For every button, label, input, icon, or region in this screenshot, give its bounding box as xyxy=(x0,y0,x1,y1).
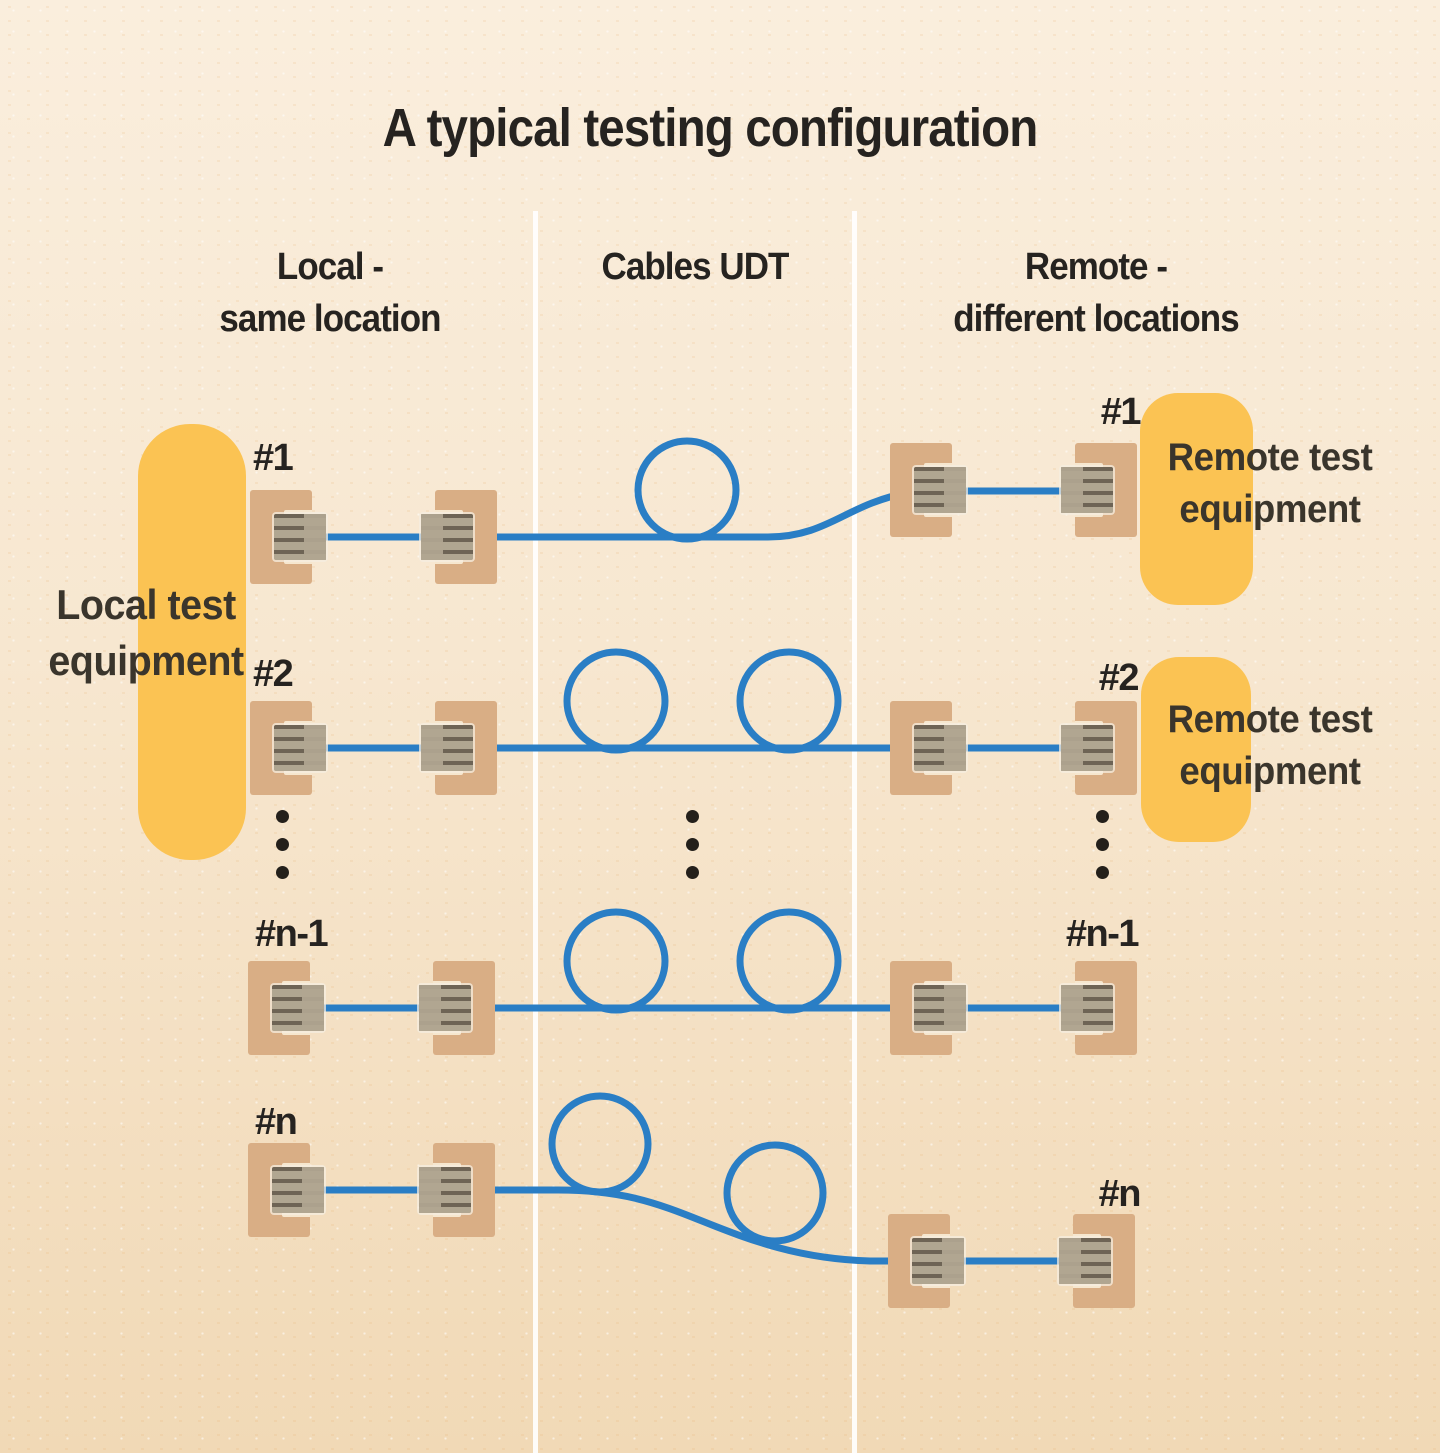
connector-plug-icon xyxy=(274,725,326,771)
connector-plug-icon xyxy=(419,985,471,1031)
fiber-loop-3b xyxy=(736,908,842,1014)
local-test-equipment-label: Local test equipment xyxy=(43,577,250,689)
connector-plug-icon xyxy=(914,725,966,771)
local-test-equipment-label-line1: Local test xyxy=(56,581,236,628)
connector-plug-icon xyxy=(1059,1238,1111,1284)
fiber-loop-2b xyxy=(736,648,842,754)
connector-plug-icon xyxy=(272,985,324,1031)
remote-test-equipment-label-2: Remote test equipment xyxy=(1153,694,1386,798)
connector-pair-local-n-1 xyxy=(248,961,495,1055)
dot-icon xyxy=(1096,810,1109,823)
fiber-loop-4a xyxy=(548,1092,652,1196)
connector-plug-icon xyxy=(1061,725,1113,771)
connector-pair-remote-1 xyxy=(890,443,1137,537)
connector-plug-icon xyxy=(914,467,966,513)
fiber-label-local-1: #1 xyxy=(253,437,294,479)
connector-plug-icon xyxy=(274,514,326,560)
connector-plug-icon xyxy=(419,1167,471,1213)
column-header-local: Local - same location xyxy=(174,241,487,345)
remote-test-equipment-label-1: Remote test equipment xyxy=(1153,432,1386,536)
fiber-label-remote-1: #1 xyxy=(1100,391,1142,433)
dot-icon xyxy=(686,866,699,879)
connector-plug-icon xyxy=(272,1167,324,1213)
connector-plug-icon xyxy=(421,725,473,771)
dot-icon xyxy=(276,838,289,851)
column-header-local-line2: same location xyxy=(219,298,441,340)
fiber-label-local-2: #2 xyxy=(253,653,294,695)
fiber-label-local-n-1: #n-1 xyxy=(255,913,329,955)
fiber-loop-3a xyxy=(563,908,669,1014)
fiber-label-remote-n-1: #n-1 xyxy=(1065,913,1140,955)
ellipsis-dots-remote xyxy=(1096,810,1109,894)
diagram-title: A typical testing configuration xyxy=(382,98,1039,158)
dot-icon xyxy=(686,810,699,823)
fiber-loop-2a xyxy=(563,648,669,754)
column-header-remote: Remote - different locations xyxy=(916,241,1277,345)
remote-test-equipment-label-1-line2: equipment xyxy=(1179,488,1361,531)
column-divider-left xyxy=(533,211,538,1453)
remote-test-equipment-box-1 xyxy=(1140,393,1253,605)
fiber-label-remote-n: #n xyxy=(1098,1173,1142,1215)
column-header-cables-udt-line1: Cables UDT xyxy=(601,246,789,288)
connector-plug-icon xyxy=(1061,467,1113,513)
remote-test-equipment-label-2-line1: Remote test xyxy=(1167,698,1373,741)
column-header-remote-line2: different locations xyxy=(953,298,1239,340)
column-header-local-line1: Local - xyxy=(276,246,384,288)
fiber-loop-4b xyxy=(723,1141,827,1245)
connector-plug-icon xyxy=(914,985,966,1031)
local-test-equipment-box xyxy=(138,424,246,860)
connector-pair-remote-2 xyxy=(890,701,1137,795)
connector-pair-local-2 xyxy=(250,701,497,795)
fiber-loop-1a xyxy=(634,437,740,543)
dot-icon xyxy=(1096,838,1109,851)
ellipsis-dots-local xyxy=(276,810,289,894)
dot-icon xyxy=(686,838,699,851)
column-header-remote-line1: Remote - xyxy=(1024,246,1168,288)
column-header-cables-udt: Cables UDT xyxy=(551,241,840,293)
remote-test-equipment-label-2-line2: equipment xyxy=(1179,750,1361,793)
connector-pair-local-n xyxy=(248,1143,495,1237)
fiber-label-remote-2: #2 xyxy=(1098,657,1140,699)
fiber-label-local-n: #n xyxy=(255,1101,298,1143)
ellipsis-dots-middle xyxy=(686,810,699,894)
connector-pair-remote-n-1 xyxy=(890,961,1137,1055)
dot-icon xyxy=(1096,866,1109,879)
remote-test-equipment-box-2 xyxy=(1141,657,1251,842)
connector-plug-icon xyxy=(421,514,473,560)
dot-icon xyxy=(276,866,289,879)
remote-test-equipment-label-1-line1: Remote test xyxy=(1167,436,1373,479)
connector-plug-icon xyxy=(912,1238,964,1284)
connector-plug-icon xyxy=(1061,985,1113,1031)
local-test-equipment-label-line2: equipment xyxy=(48,637,244,684)
connector-pair-local-1 xyxy=(250,490,497,584)
dot-icon xyxy=(276,810,289,823)
connector-pair-remote-n xyxy=(888,1214,1135,1308)
column-divider-right xyxy=(852,211,857,1453)
